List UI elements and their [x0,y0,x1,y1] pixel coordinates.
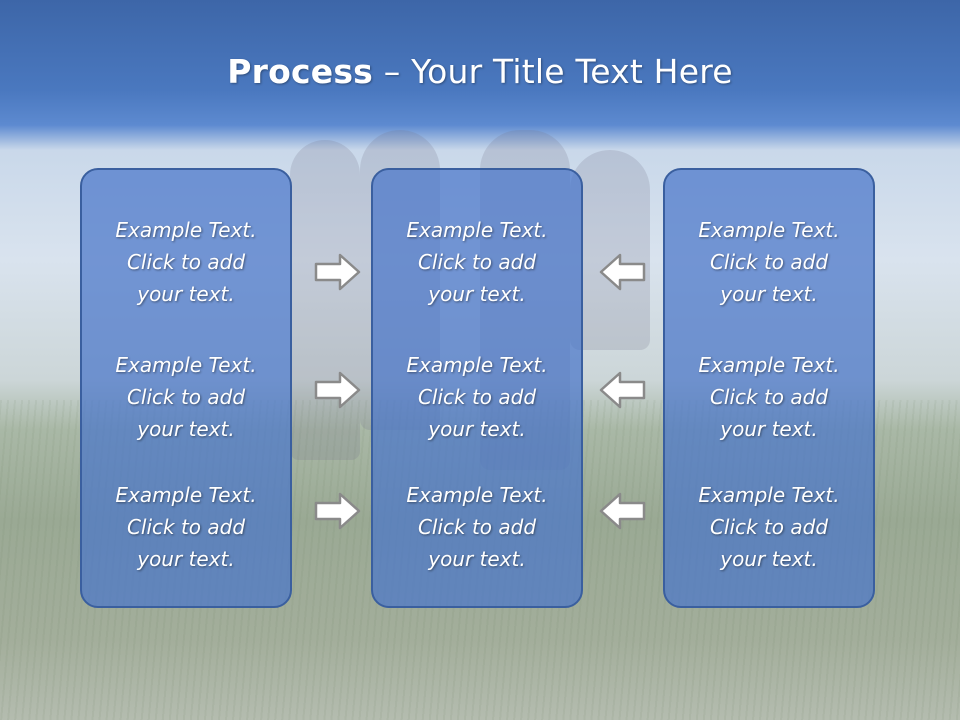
title-rest: – Your Title Text Here [373,52,733,91]
slide-title[interactable]: Process – Your Title Text Here [0,52,960,91]
arrow-left-icon [599,492,646,530]
title-bold: Process [227,52,374,91]
arrow-left-icon [599,371,646,409]
arrow-right-icon [314,492,361,530]
arrow-right-icon [314,253,361,291]
arrow-right-icon [314,371,361,409]
arrow-left-icon [599,253,646,291]
